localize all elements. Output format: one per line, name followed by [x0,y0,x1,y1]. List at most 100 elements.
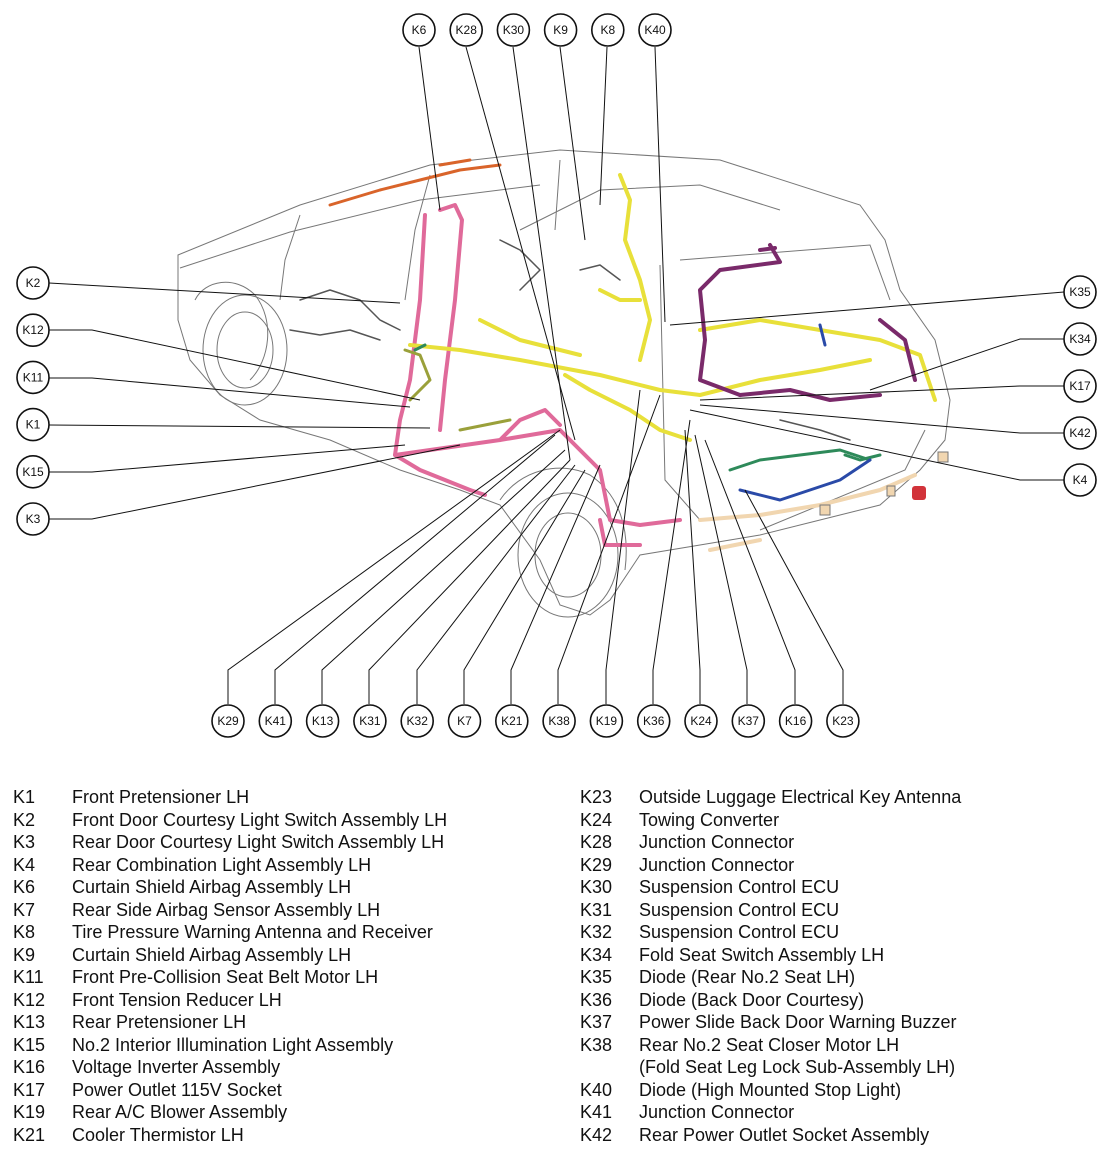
callout-label-k34: K34 [1069,332,1091,346]
callout-circle-k11 [16,360,50,395]
callout-circle-k9 [543,13,578,47]
callout-circle-k42 [1063,416,1097,450]
harness-green [413,343,882,472]
callout-label-k41: K41 [265,714,287,728]
callout-circle-k21 [494,704,529,738]
legend-code: K3 [13,832,36,852]
legend-code: K6 [13,877,36,897]
legend-code: K19 [13,1102,46,1122]
callout-label-k31: K31 [359,714,381,728]
callout-label-k36: K36 [643,714,665,728]
legend-row: K6 Curtain Shield Airbag Assembly LH [13,876,553,899]
callout-label-k7: K7 [457,714,472,728]
callout-circle-k12 [16,313,50,348]
callout-label-k23: K23 [832,714,854,728]
legend-description: Diode (Back Door Courtesy) [639,989,865,1010]
callout-label-k11: K11 [23,370,44,384]
callout-circle-k7 [447,704,482,738]
legend-description: Curtain Shield Airbag Assembly LH [72,944,352,965]
callout-circle-k15 [16,454,50,489]
callout-label-k9: K9 [553,23,568,37]
callout-circle-k40 [638,13,672,47]
legend-code: K11 [13,967,44,987]
legend-description: No.2 Interior Illumination Light Assembl… [72,1034,394,1055]
legend-row: K36 Diode (Back Door Courtesy) [580,989,1100,1012]
callout-circle-k38 [542,704,576,738]
callout-circle-k2 [16,266,50,300]
callout-label-k37: K37 [738,714,760,728]
legend-code: K8 [13,922,36,942]
legend-description: Outside Luggage Electrical Key Antenna [639,787,962,807]
legend-code: K1 [13,787,36,807]
legend-code: K40 [580,1079,613,1100]
legend-description: Voltage Inverter Assembly [72,1057,281,1077]
legend-code: K36 [580,989,613,1010]
callout-label-k16: K16 [785,714,807,728]
legend-description: Rear Combination Light Assembly LH [72,854,372,875]
legend-code: K24 [580,809,613,830]
callout-label-k42: K42 [1069,426,1091,440]
callout-circle-k4 [1063,463,1097,497]
legend-code: K35 [580,967,613,987]
legend-code: K15 [13,1034,46,1055]
legend-description: Rear A/C Blower Assembly [72,1102,288,1122]
legend-code: K4 [13,854,36,875]
callout-circle-k23 [826,704,860,738]
legend-row: K4 Rear Combination Light Assembly LH [13,854,553,877]
legend-row: K8 Tire Pressure Warning Antenna and Rece… [13,921,553,944]
harness-dark [289,239,851,441]
legend-code: K9 [13,944,36,965]
legend-description: Rear Side Airbag Sensor Assembly LH [72,899,381,920]
callout-circle-k13 [305,704,340,738]
legend-code: K17 [13,1079,46,1100]
legend-code: K2 [13,809,36,830]
legend-description: Tire Pressure Warning Antenna and Receiv… [72,922,433,942]
legend-description: Junction Connector [639,832,795,852]
callout-circle-k17 [1063,369,1097,403]
callout-label-k12: K12 [22,323,44,337]
legend-description: Rear Power Outlet Socket Assembly [639,1124,930,1145]
legend-description: Suspension Control ECU [639,922,840,942]
legend-code: K32 [580,922,613,942]
harness-beige [698,473,917,552]
legend-description: Curtain Shield Airbag Assembly LH [72,877,352,897]
legend-code: K34 [580,944,613,965]
callout-circle-k28 [449,13,484,47]
harness-pink [393,203,682,547]
harness-purple [698,243,917,402]
legend-description: Suspension Control ECU [639,899,840,920]
callout-label-k15: K15 [22,465,44,479]
callout-label-k32: K32 [407,714,429,728]
legend-code: K7 [13,899,36,920]
connector-markers [819,451,949,516]
callout-circle-k24 [684,704,718,738]
legend-code: K12 [13,989,46,1010]
legend-description: Front Pretensioner LH [72,787,250,807]
harness-orange [328,158,502,207]
callout-label-k13: K13 [312,714,334,728]
callout-circle-k41 [258,704,293,738]
callout-label-k35: K35 [1069,285,1091,299]
callout-circle-k30 [496,13,531,47]
legend-description: Cooler Thermistor LH [72,1124,244,1145]
callout-circle-k3 [16,502,50,536]
legend-description: Junction Connector [639,1102,795,1122]
